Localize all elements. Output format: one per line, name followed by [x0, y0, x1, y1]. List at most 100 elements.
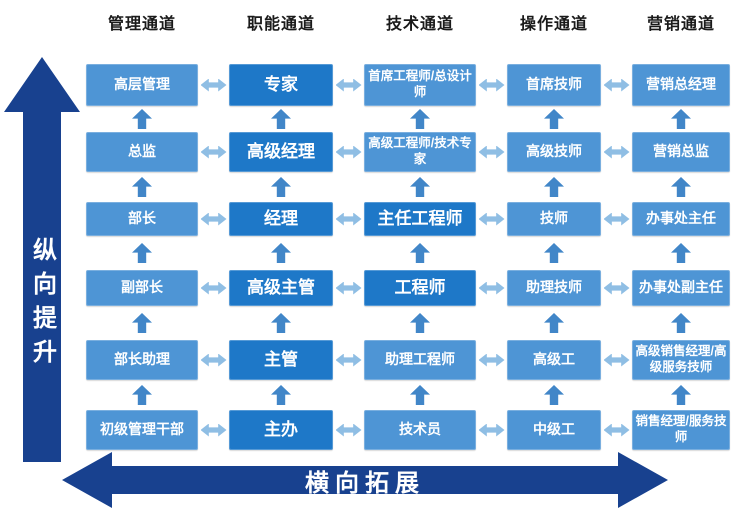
- column-header-functional: 职能通道: [246, 16, 315, 33]
- lateral-transfer-arrow-icon: [603, 423, 630, 437]
- lateral-transfer-arrow-icon: [200, 423, 227, 437]
- promotion-up-arrow-icon: [271, 177, 291, 197]
- level-box: 主管: [229, 340, 333, 380]
- promotion-up-arrow-icon: [671, 177, 691, 197]
- promotion-arrow-row: [86, 380, 730, 410]
- promotion-up-arrow-icon: [410, 243, 430, 263]
- level-box: 营销总监: [632, 132, 730, 172]
- level-box: 专家: [229, 64, 333, 106]
- level-row-5: 部长助理 主管 助理工程师 高级工 高级销售经理/高级服务技师: [86, 340, 730, 380]
- lateral-transfer-arrow-icon: [603, 78, 630, 92]
- level-row-1: 高层管理 专家 首席工程师/总设计师 首席技师 营销总经理: [86, 64, 730, 106]
- lateral-transfer-arrow-icon: [335, 281, 362, 295]
- lateral-transfer-arrow-icon: [335, 353, 362, 367]
- double-headed-axis-arrow-icon: [62, 452, 668, 508]
- vertical-axis-label: 纵向提升: [28, 237, 56, 373]
- promotion-arrow-row: [86, 236, 730, 270]
- promotion-up-arrow-icon: [410, 313, 430, 333]
- lateral-transfer-arrow-icon: [603, 212, 630, 226]
- level-box: 首席工程师/总设计师: [364, 64, 476, 106]
- lateral-transfer-arrow-icon: [478, 281, 505, 295]
- up-axis-arrow-icon: [4, 57, 80, 462]
- lateral-transfer-arrow-icon: [200, 353, 227, 367]
- level-box: 总监: [86, 132, 198, 172]
- horizontal-axis-label: 横向拓展: [305, 469, 425, 497]
- promotion-up-arrow-icon: [132, 243, 152, 263]
- level-box: 办事处主任: [632, 202, 730, 236]
- promotion-arrow-row: [86, 172, 730, 202]
- level-row-6: 初级管理干部 主办 技术员 中级工 销售经理/服务技师: [86, 410, 730, 450]
- lateral-transfer-arrow-icon: [200, 281, 227, 295]
- lateral-transfer-arrow-icon: [478, 145, 505, 159]
- level-box: 助理技师: [507, 270, 601, 306]
- level-row-4: 副部长 高级主管 工程师 助理技师 办事处副主任: [86, 270, 730, 306]
- level-box: 主任工程师: [364, 202, 476, 236]
- level-box: 技术员: [364, 410, 476, 450]
- lateral-transfer-arrow-icon: [200, 145, 227, 159]
- level-box: 技师: [507, 202, 601, 236]
- promotion-up-arrow-icon: [544, 109, 564, 129]
- column-header-technical: 技术通道: [385, 16, 454, 33]
- level-box: 主办: [229, 410, 333, 450]
- promotion-arrow-row: [86, 306, 730, 340]
- lateral-transfer-arrow-icon: [478, 212, 505, 226]
- promotion-up-arrow-icon: [671, 109, 691, 129]
- level-box: 高级技师: [507, 132, 601, 172]
- level-box: 高级工: [507, 340, 601, 380]
- lateral-transfer-arrow-icon: [478, 78, 505, 92]
- level-box: 高级主管: [229, 270, 333, 306]
- level-box: 高级经理: [229, 132, 333, 172]
- promotion-up-arrow-icon: [132, 177, 152, 197]
- level-box: 助理工程师: [364, 340, 476, 380]
- promotion-up-arrow-icon: [132, 313, 152, 333]
- horizontal-expansion-arrow: 横向拓展: [62, 452, 668, 508]
- level-box: 高层管理: [86, 64, 198, 106]
- level-box: 工程师: [364, 270, 476, 306]
- lateral-transfer-arrow-icon: [603, 145, 630, 159]
- vertical-promotion-arrow: 纵向提升: [4, 57, 80, 462]
- promotion-up-arrow-icon: [410, 177, 430, 197]
- lateral-transfer-arrow-icon: [603, 281, 630, 295]
- level-row-3: 部长 经理 主任工程师 技师 办事处主任: [86, 202, 730, 236]
- column-header-management: 管理通道: [107, 16, 176, 33]
- promotion-up-arrow-icon: [544, 385, 564, 405]
- lateral-transfer-arrow-icon: [200, 212, 227, 226]
- lateral-transfer-arrow-icon: [200, 78, 227, 92]
- level-row-2: 总监 高级经理 高级工程师/技术专家 高级技师 营销总监: [86, 132, 730, 172]
- level-box: 高级销售经理/高级服务技师: [632, 340, 730, 380]
- promotion-up-arrow-icon: [132, 385, 152, 405]
- channel-headers-row: 管理通道 职能通道 技术通道 操作通道 营销通道: [86, 10, 730, 34]
- column-header-operations: 操作通道: [519, 16, 588, 33]
- lateral-transfer-arrow-icon: [335, 212, 362, 226]
- lateral-transfer-arrow-icon: [478, 353, 505, 367]
- promotion-up-arrow-icon: [271, 385, 291, 405]
- promotion-up-arrow-icon: [271, 243, 291, 263]
- level-box: 高级工程师/技术专家: [364, 132, 476, 172]
- promotion-up-arrow-icon: [544, 177, 564, 197]
- promotion-up-arrow-icon: [271, 313, 291, 333]
- level-box: 首席技师: [507, 64, 601, 106]
- lateral-transfer-arrow-icon: [335, 145, 362, 159]
- promotion-arrow-row: [86, 106, 730, 132]
- level-box: 部长: [86, 202, 198, 236]
- column-header-marketing: 营销通道: [646, 16, 715, 33]
- promotion-up-arrow-icon: [544, 313, 564, 333]
- level-box: 办事处副主任: [632, 270, 730, 306]
- promotion-up-arrow-icon: [544, 243, 564, 263]
- level-box: 营销总经理: [632, 64, 730, 106]
- promotion-up-arrow-icon: [671, 313, 691, 333]
- promotion-up-arrow-icon: [271, 109, 291, 129]
- lateral-transfer-arrow-icon: [335, 78, 362, 92]
- level-box: 中级工: [507, 410, 601, 450]
- level-box: 副部长: [86, 270, 198, 306]
- level-box: 初级管理干部: [86, 410, 198, 450]
- promotion-up-arrow-icon: [671, 243, 691, 263]
- lateral-transfer-arrow-icon: [603, 353, 630, 367]
- level-box: 销售经理/服务技师: [632, 410, 730, 450]
- promotion-up-arrow-icon: [132, 109, 152, 129]
- promotion-up-arrow-icon: [410, 109, 430, 129]
- lateral-transfer-arrow-icon: [335, 423, 362, 437]
- lateral-transfer-arrow-icon: [478, 423, 505, 437]
- level-box: 部长助理: [86, 340, 198, 380]
